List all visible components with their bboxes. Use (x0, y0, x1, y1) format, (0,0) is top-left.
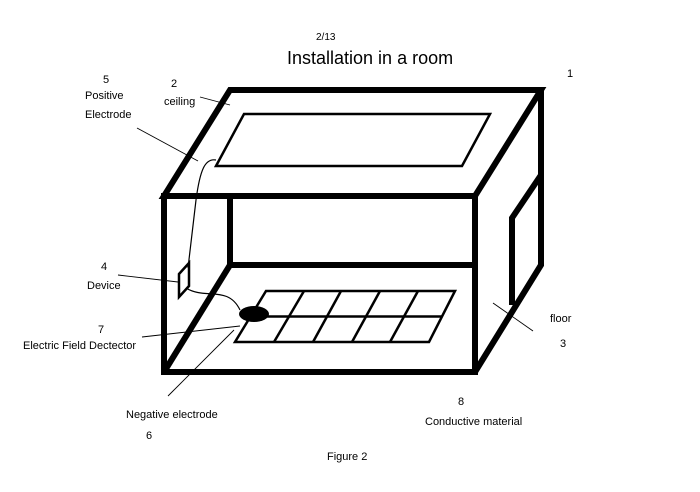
label-number-6: 6 (146, 430, 152, 443)
page-number: 2/13 (316, 32, 335, 43)
leader-negative (168, 330, 234, 396)
label-positive-line2: Electrode (85, 109, 131, 122)
leader-device (118, 275, 178, 282)
label-conductive-material: Conductive material (425, 416, 522, 429)
room-top-face (164, 90, 541, 196)
label-number-2: 2 (171, 78, 177, 91)
label-number-4: 4 (101, 261, 107, 274)
label-negative-electrode: Negative electrode (126, 409, 218, 422)
page-title: Installation in a room (287, 47, 453, 69)
label-device: Device (87, 280, 121, 293)
wire-positive (188, 160, 216, 268)
electric-field-detector (239, 306, 269, 322)
room-floor-left-edge (164, 265, 230, 372)
label-number-8: 8 (458, 396, 464, 409)
label-number-3: 3 (560, 338, 566, 351)
label-ceiling: ceiling (164, 96, 195, 109)
label-number-1: 1 (567, 68, 573, 81)
label-floor: floor (550, 313, 571, 326)
figure-caption: Figure 2 (327, 451, 367, 463)
device-box (179, 263, 189, 297)
positive-electrode-plate (216, 114, 490, 166)
room-frame (164, 90, 541, 372)
label-number-5: 5 (103, 74, 109, 87)
label-positive-line1: Positive (85, 90, 124, 103)
label-number-7: 7 (98, 324, 104, 337)
label-detector: Electric Field Dectector (23, 340, 136, 353)
leader-positive (137, 128, 198, 161)
room-front-face (164, 196, 475, 372)
